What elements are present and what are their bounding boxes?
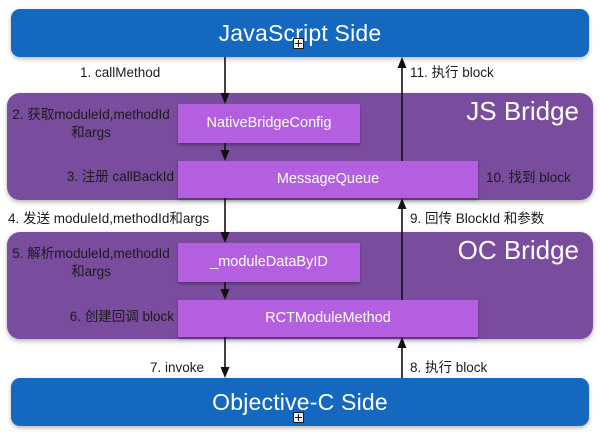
component-module-data-by-id: _moduleDataByID [178, 243, 360, 282]
objective-c-side-label: Objective-C Side [212, 388, 388, 415]
cursor-handle-icon [293, 38, 304, 49]
component-module-data-by-id-label: _moduleDataByID [210, 254, 328, 271]
step-label-3: 3. 注册 callBackId [66, 169, 174, 184]
component-message-queue: MessageQueue [178, 161, 478, 198]
step-label-6: 6. 创建回调 block [69, 309, 174, 324]
step-label-11: 11. 执行 block [410, 65, 494, 80]
component-message-queue-label: MessageQueue [276, 171, 380, 188]
cursor-handle-icon [293, 412, 304, 423]
step-label-10: 10. 找到 block [486, 170, 571, 185]
step-label-8: 8. 执行 block [410, 360, 488, 375]
step-label-2: 2. 获取moduleId,methodId 和args [12, 107, 170, 140]
javascript-side-label: JavaScript Side [218, 19, 382, 46]
js-bridge-title: JS Bridge [466, 96, 579, 126]
step-label-9: 9. 回传 BlockId 和参数 [410, 211, 545, 226]
component-native-bridge-config-label: NativeBridgeConfig [206, 115, 332, 132]
javascript-side-bar: JavaScript Side [11, 9, 589, 57]
component-rct-module-method-label: RCTModuleMethod [265, 310, 391, 327]
oc-bridge-title: OC Bridge [457, 235, 579, 265]
step-label-1: 1. callMethod [80, 65, 161, 80]
step-label-7: 7. invoke [150, 360, 205, 375]
component-rct-module-method: RCTModuleMethod [178, 300, 478, 337]
step-label-4: 4. 发送 moduleId,methodId和args [8, 211, 210, 226]
component-native-bridge-config: NativeBridgeConfig [178, 104, 360, 143]
step-label-5: 5. 解析moduleId,methodId 和args [12, 246, 170, 279]
